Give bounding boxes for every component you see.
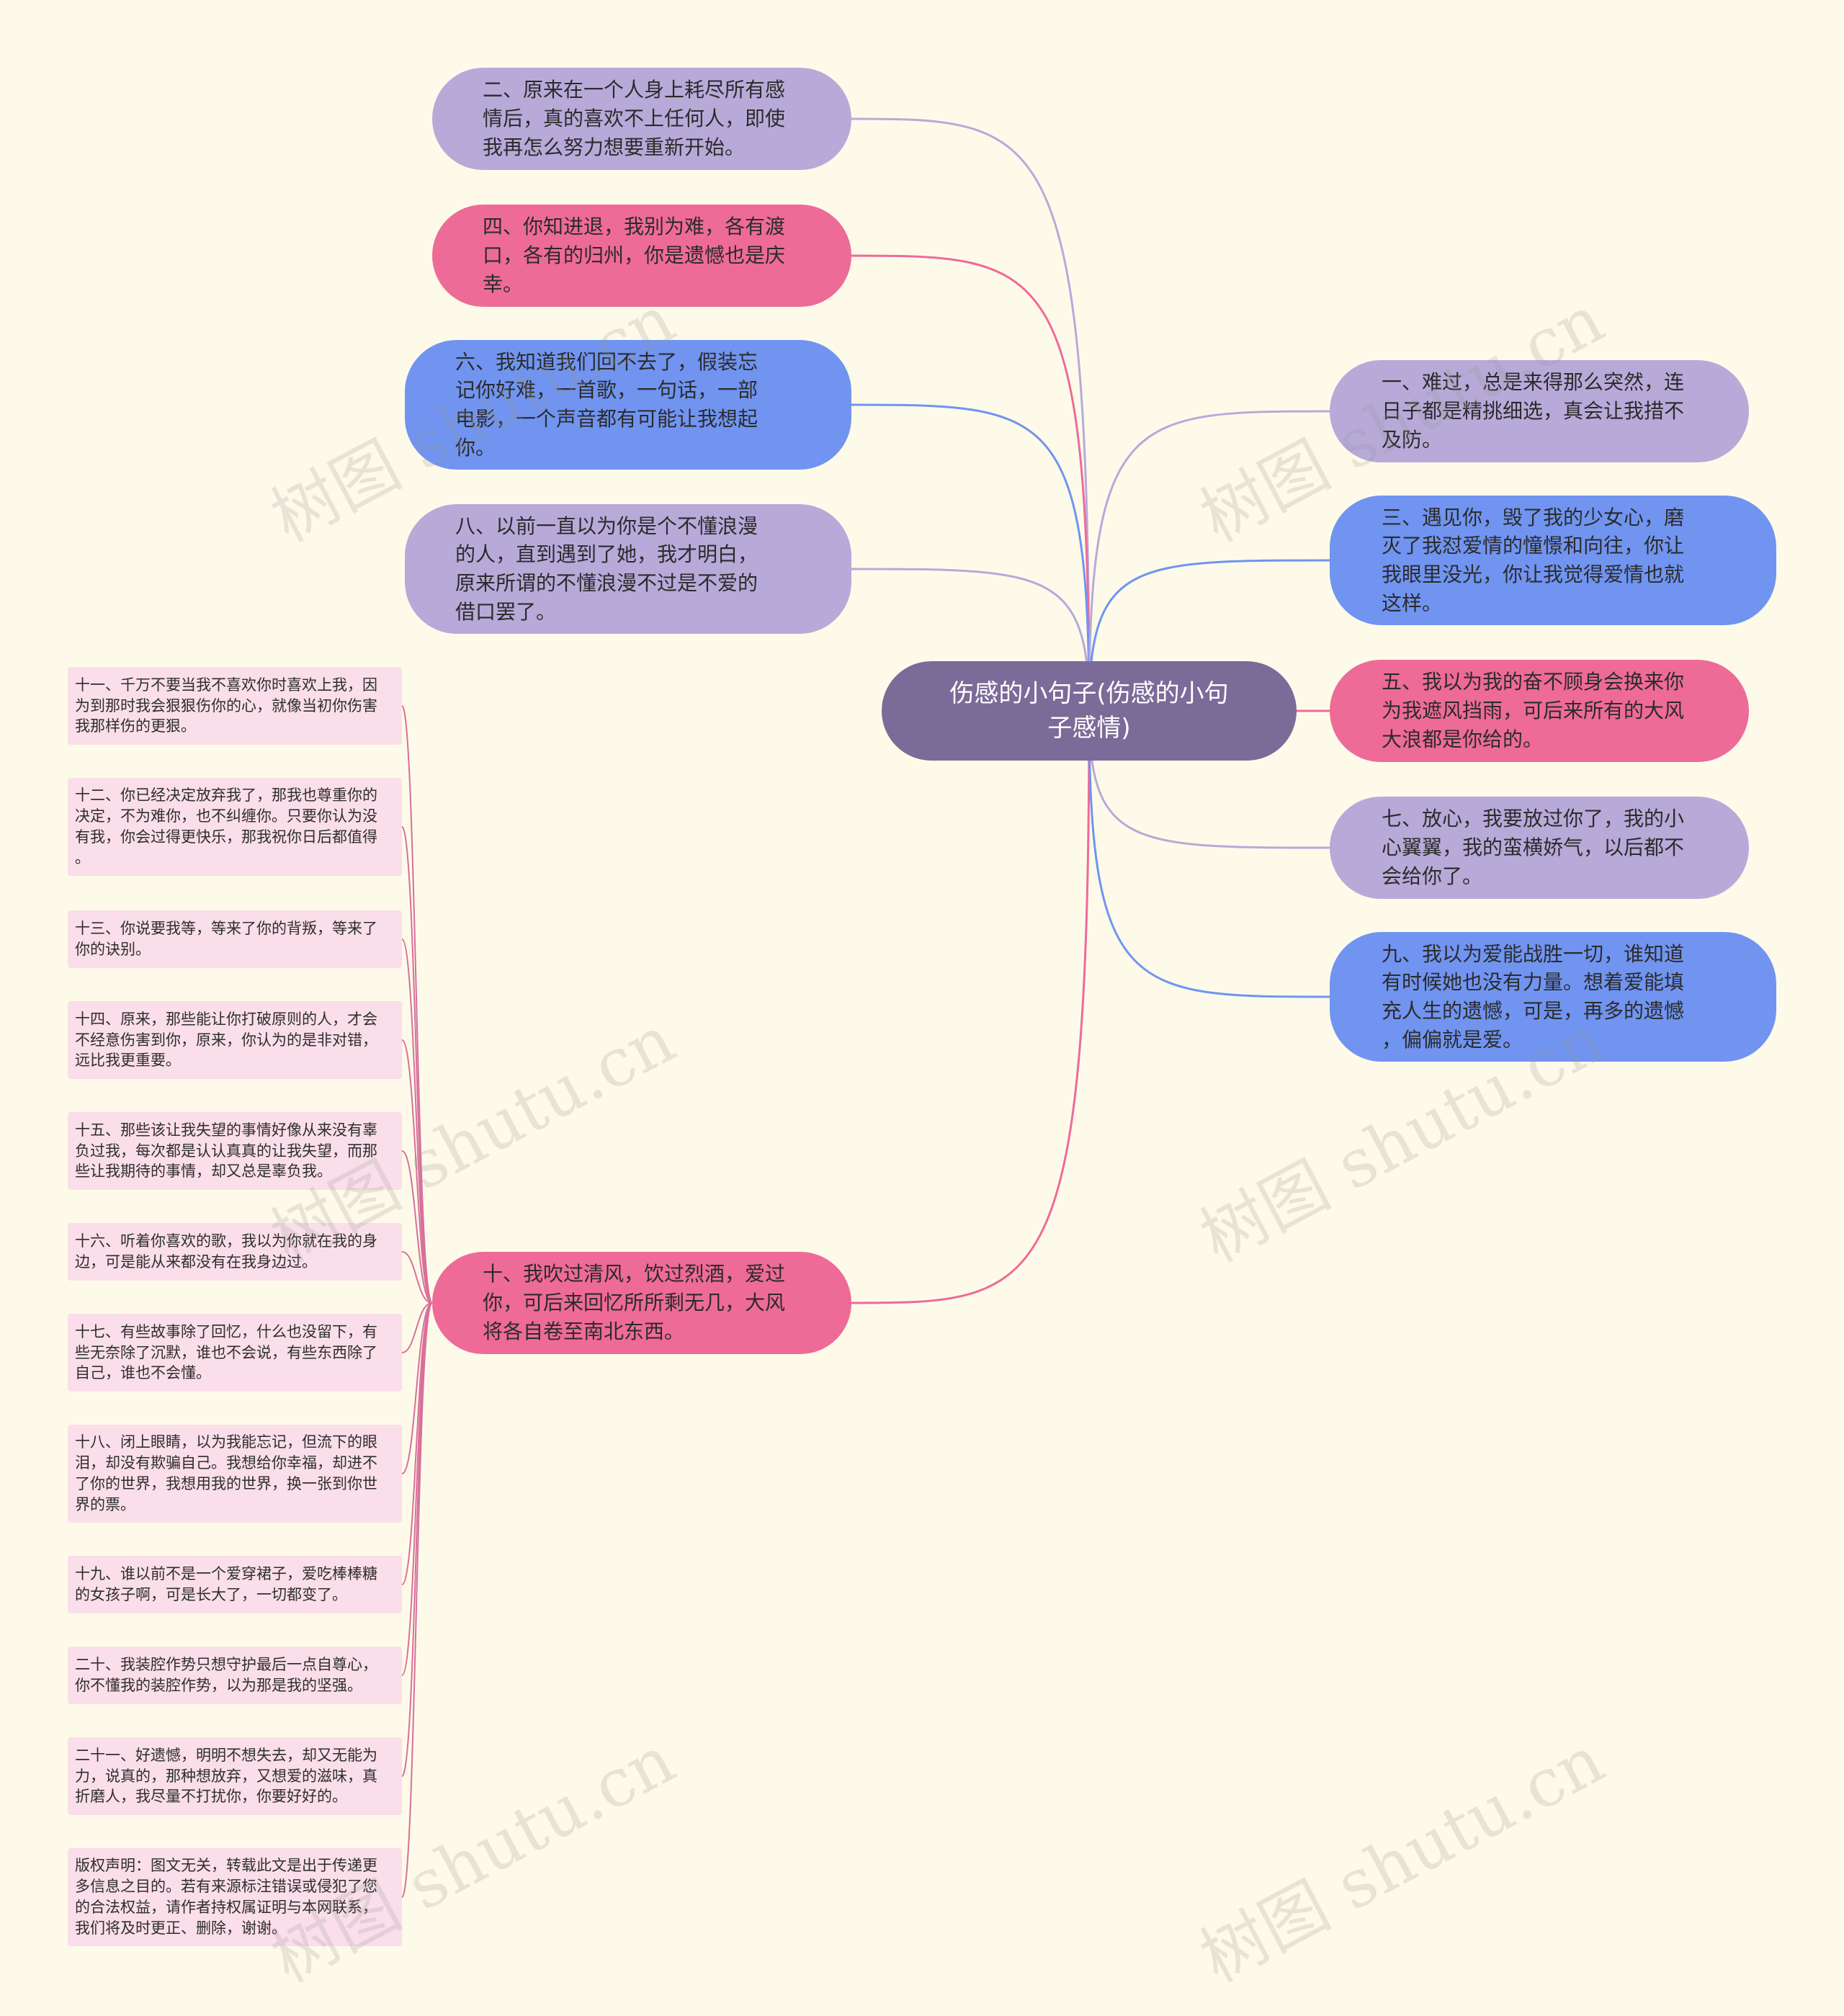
leaf-node[interactable]: 十三、你说要我等，等来了你的背叛，等来了 你的诀别。 <box>68 910 402 968</box>
leaf-node[interactable]: 十八、闭上眼睛，以为我能忘记，但流下的眼 泪，却没有欺骗自己。我想给你幸福，却进… <box>68 1425 402 1523</box>
leaf-node[interactable]: 十四、原来，那些能让你打破原则的人，才会 不经意伤害到你，原来，你认为的是非对错… <box>68 1001 402 1079</box>
connector-line <box>401 826 433 1304</box>
branch-node-8[interactable]: 八、以前一直以为你是个不懂浪漫 的人，直到遇到了她，我才明白， 原来所谓的不懂浪… <box>405 504 851 634</box>
connector-line <box>1088 559 1330 712</box>
leaf-node[interactable]: 十二、你已经决定放弃我了，那我也尊重你的 决定，不为难你，也不纠缠你。只要你认为… <box>68 778 402 876</box>
leaf-node[interactable]: 十一、千万不要当我不喜欢你时喜欢上我，因 为到那时我会狠狠伤你的心，就像当初你伤… <box>68 667 402 745</box>
connector-line <box>851 117 1091 712</box>
leaf-node[interactable]: 二十、我装腔作势只想守护最后一点自尊心， 你不懂我的装腔作势，以为那是我的坚强。 <box>68 1647 402 1704</box>
leaf-node[interactable]: 版权声明：图文无关，转载此文是出于传递更 多信息之目的。若有来源标注错误或侵犯了… <box>68 1848 402 1946</box>
branch-node-10[interactable]: 十、我吹过清风，饮过烈酒，爱过 你，可后来回忆所所剩无几，大风 将各自卷至南北东… <box>432 1252 851 1354</box>
connector-line <box>851 568 1091 712</box>
branch-node-1[interactable]: 一、难过，总是来得那么突然，连 日子都是精挑细选，真会让我措不 及防。 <box>1330 360 1749 462</box>
connector-line <box>1088 710 1330 998</box>
connector-line <box>401 1302 433 1676</box>
branch-node-3[interactable]: 三、遇见你，毁了我的少女心，磨 灭了我怼爱情的憧憬和向往，你让 我眼里没光，你让… <box>1330 496 1776 625</box>
connector-line <box>401 1150 433 1304</box>
connector-line <box>401 1302 433 1777</box>
connector-line <box>851 710 1091 1304</box>
connector-line <box>401 1039 433 1304</box>
leaf-node[interactable]: 十九、谁以前不是一个爱穿裙子，爱吃棒棒糖 的女孩子啊，可是长大了，一切都变了。 <box>68 1556 402 1613</box>
root-topic[interactable]: 伤感的小句子(伤感的小句 子感情) <box>882 661 1297 761</box>
connector-line <box>401 1302 433 1353</box>
branch-node-6[interactable]: 六、我知道我们回不去了，假装忘 记你好难，一首歌，一句话，一部 电影，一个声音都… <box>405 340 851 470</box>
branch-node-7[interactable]: 七、放心，我要放过你了，我的小 心翼翼，我的蛮横娇气，以后都不 会给你了。 <box>1330 797 1749 899</box>
leaf-node[interactable]: 十五、那些该让我失望的事情好像从来没有辜 负过我，每次都是认认真真的让我失望，而… <box>68 1112 402 1190</box>
connector-line <box>1088 410 1330 712</box>
connector-line <box>851 254 1091 712</box>
connector-line <box>401 1302 433 1898</box>
connector-line <box>401 938 433 1304</box>
branch-node-2[interactable]: 二、原来在一个人身上耗尽所有感 情后，真的喜欢不上任何人，即使 我再怎么努力想要… <box>432 68 851 170</box>
connector-line <box>851 403 1091 712</box>
leaf-node[interactable]: 十七、有些故事除了回忆，什么也没留下，有 些无奈除了沉默，谁也不会说，有些东西除… <box>68 1314 402 1392</box>
connector-line <box>401 1302 433 1474</box>
connector-line <box>401 1251 433 1304</box>
leaf-node[interactable]: 十六、听着你喜欢的歌，我以为你就在我的身 边，可是能从来都没有在我身边过。 <box>68 1223 402 1281</box>
connector-line <box>401 705 433 1304</box>
branch-node-5[interactable]: 五、我以为我的奋不顾身会换来你 为我遮风挡雨，可后来所有的大风 大浪都是你给的。 <box>1330 660 1749 762</box>
branch-node-4[interactable]: 四、你知进退，我别为难，各有渡 口，各有的归州，你是遗憾也是庆 幸。 <box>432 205 851 307</box>
branch-node-9[interactable]: 九、我以为爱能战胜一切，谁知道 有时候她也没有力量。想着爱能填 充人生的遗憾，可… <box>1330 932 1776 1062</box>
leaf-node[interactable]: 二十一、好遗憾，明明不想失去，却又无能为 力，说真的，那种想放弃，又想爱的滋味，… <box>68 1737 402 1815</box>
connector-line <box>401 1302 433 1585</box>
